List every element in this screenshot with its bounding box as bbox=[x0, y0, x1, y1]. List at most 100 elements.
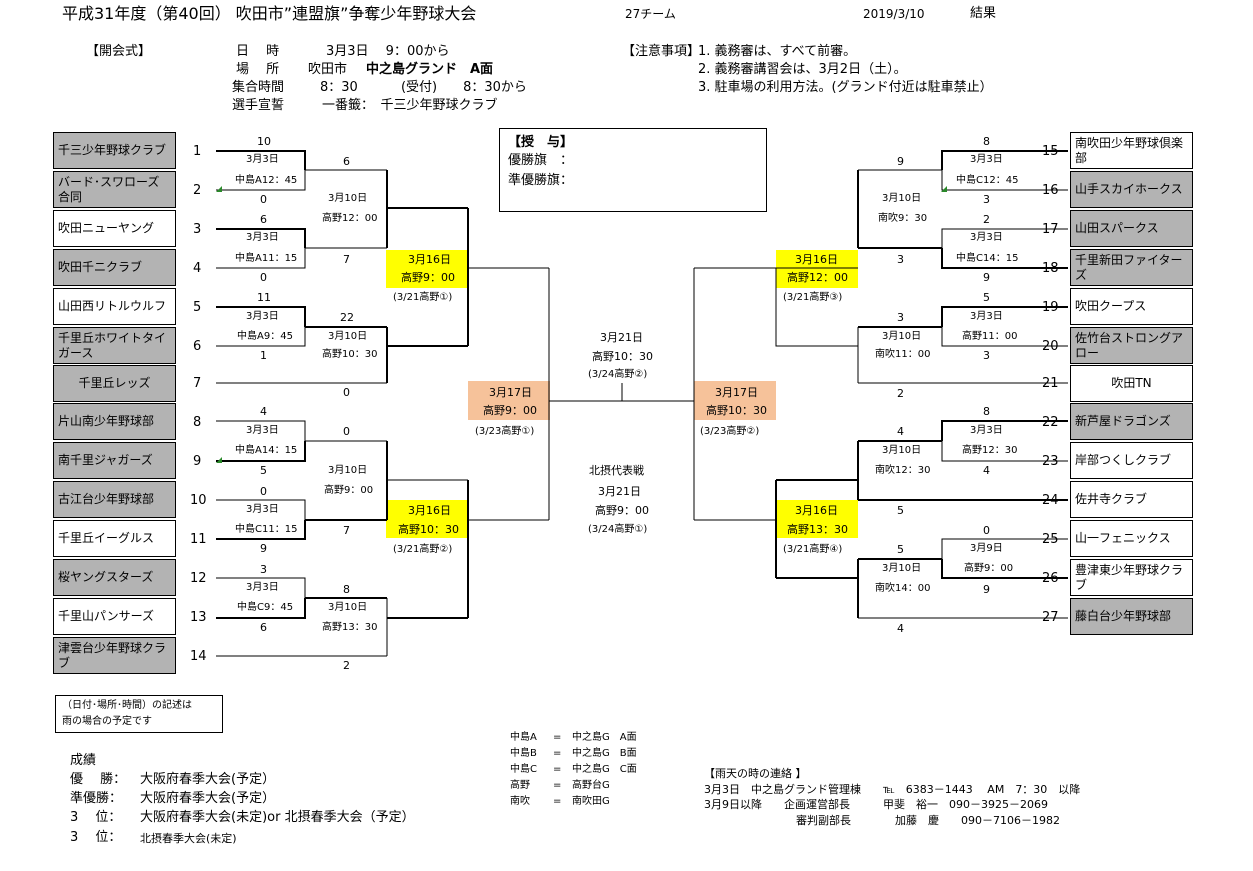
opening-label: 【開会式】 bbox=[86, 44, 152, 59]
semi-left-1-highlight bbox=[386, 250, 468, 288]
seed-6: 6 bbox=[193, 339, 202, 354]
seed-23: 23 bbox=[1042, 454, 1059, 469]
game-venue: 中島C12：45 bbox=[956, 175, 1019, 186]
game-venue: 高野9：00 bbox=[964, 563, 1014, 574]
game-venue: 高野9：00 bbox=[324, 485, 374, 496]
final-right-date: 3月17日 bbox=[715, 386, 758, 399]
seed-24: 24 bbox=[1042, 493, 1059, 508]
note-3: 3. 駐車場の利用方法。(グランド付近は駐車禁止） bbox=[698, 80, 993, 95]
game-date: 3月3日 bbox=[246, 311, 279, 322]
notes-label: 【注意事項】 bbox=[622, 44, 701, 59]
rain-contact-line-3: 審判副部長 加藤 慶 090－7106－1982 bbox=[796, 814, 1060, 827]
seed-9: 9 bbox=[193, 454, 202, 469]
seed-13: 13 bbox=[190, 610, 207, 625]
game-date: 3月9日 bbox=[970, 543, 1003, 554]
game-date: 3月10日 bbox=[328, 193, 368, 204]
legend-full: 高野台G bbox=[572, 780, 610, 791]
semi-date: 3月16日 bbox=[795, 504, 838, 517]
semi-right-2-highlight bbox=[776, 500, 858, 538]
opening-venue: 中之島グランド A面 bbox=[366, 62, 494, 77]
team-8: 片山南少年野球部 bbox=[53, 403, 176, 440]
game-date: 3月3日 bbox=[970, 425, 1003, 436]
team-13: 千里山パンサーズ bbox=[53, 598, 176, 635]
team-15: 南吹田少年野球倶楽部 bbox=[1070, 132, 1193, 169]
team-18: 千里新田ファイターズ bbox=[1070, 249, 1193, 286]
score: 6 bbox=[343, 155, 350, 168]
result-value-3: 北摂春季大会(未定) bbox=[140, 832, 237, 845]
result-key-3: 3 位： bbox=[70, 830, 122, 845]
opening-value-1: 吹田市 bbox=[308, 62, 348, 77]
score: 4 bbox=[897, 622, 904, 635]
semi-rain: (3/21高野②) bbox=[393, 544, 453, 555]
seed-2: 2 bbox=[193, 183, 202, 198]
score: 5 bbox=[897, 504, 904, 517]
final-left-rain: (3/23高野①) bbox=[475, 426, 535, 437]
game-date: 3月3日 bbox=[246, 154, 279, 165]
score: 6 bbox=[260, 213, 267, 226]
team-1: 千三少年野球クラブ bbox=[53, 132, 176, 169]
score: 3 bbox=[897, 253, 904, 266]
result-key-1: 準優勝： bbox=[70, 791, 123, 806]
game-venue: 高野12：30 bbox=[962, 445, 1018, 456]
rain-note-box: （日付･場所･時間）の記述は 雨の場合の予定です bbox=[55, 695, 223, 733]
semi-date: 3月16日 bbox=[795, 253, 838, 266]
rain-note-2: 雨の場合の予定です bbox=[62, 716, 152, 727]
team-20: 佐竹台ストロングアロー bbox=[1070, 327, 1193, 364]
team-11: 千里丘イーグルス bbox=[53, 520, 176, 557]
opening-value-0: 3月3日 9：00から bbox=[326, 44, 450, 59]
opening-key-1: 場 所 bbox=[236, 62, 280, 77]
seed-4: 4 bbox=[193, 261, 202, 276]
seed-15: 15 bbox=[1042, 144, 1059, 159]
team-22: 新芦屋ドラゴンズ bbox=[1070, 403, 1193, 440]
results-title: 成績 bbox=[70, 753, 97, 768]
score: 7 bbox=[343, 524, 350, 537]
game-venue: 高野12：00 bbox=[322, 213, 378, 224]
score: 3 bbox=[897, 311, 904, 324]
score: 0 bbox=[983, 524, 990, 537]
page-title: 平成31年度（第40回） 吹田市”連盟旗”争奪少年野球大会 bbox=[62, 4, 477, 23]
semi-date: 3月16日 bbox=[408, 504, 451, 517]
score: 2 bbox=[343, 659, 350, 672]
team-21: 吹田TN bbox=[1070, 365, 1193, 402]
semi-date: 3月16日 bbox=[408, 253, 451, 266]
seed-11: 11 bbox=[190, 532, 207, 547]
score: 4 bbox=[260, 405, 267, 418]
legend-full: 中之島G A面 bbox=[572, 732, 637, 743]
team-4: 吹田千ニクラブ bbox=[53, 249, 176, 286]
game-date: 3月3日 bbox=[246, 425, 279, 436]
game-venue: 南吹11：00 bbox=[875, 349, 931, 360]
game-date: 3月10日 bbox=[328, 602, 368, 613]
team-25: 山一フェニックス bbox=[1070, 520, 1193, 557]
score: 22 bbox=[340, 311, 354, 324]
team-7: 千里丘レッズ bbox=[53, 365, 176, 402]
game-date: 3月10日 bbox=[328, 465, 368, 476]
game-venue: 中島C14：15 bbox=[956, 253, 1019, 264]
team-10: 古江台少年野球部 bbox=[53, 481, 176, 518]
opening-key-3: 選手宣誓 bbox=[232, 98, 285, 113]
score: 8 bbox=[343, 583, 350, 596]
final-left-date: 3月17日 bbox=[489, 386, 532, 399]
game-date: 3月3日 bbox=[246, 232, 279, 243]
result-value-0: 大阪府春季大会(予定） bbox=[140, 772, 276, 787]
seed-10: 10 bbox=[190, 493, 207, 508]
rain-note-1: （日付･場所･時間）の記述は bbox=[62, 700, 192, 711]
award-title: 【授 与】 bbox=[508, 135, 574, 150]
seed-5: 5 bbox=[193, 300, 202, 315]
semi-left-2-highlight bbox=[386, 500, 468, 538]
legend-abbr: 南吹 bbox=[510, 796, 530, 807]
team-17: 山田スパークス bbox=[1070, 210, 1193, 247]
game-date: 3月10日 bbox=[328, 331, 368, 342]
game-date: 3月3日 bbox=[970, 154, 1003, 165]
score: 10 bbox=[257, 135, 271, 148]
seed-26: 26 bbox=[1042, 571, 1059, 586]
seed-21: 21 bbox=[1042, 376, 1059, 391]
result-value-1: 大阪府春季大会(予定） bbox=[140, 791, 276, 806]
semi-venue: 高野12：00 bbox=[787, 271, 848, 284]
final-right-rain: (3/23高野②) bbox=[700, 426, 760, 437]
score: 4 bbox=[897, 425, 904, 438]
hokusetsu-rain: (3/24高野①) bbox=[588, 524, 648, 535]
legend-full: 中之島G B面 bbox=[572, 748, 637, 759]
note-2: 2. 義務審講習会は、3月2日（土）。 bbox=[698, 62, 907, 77]
final-right-highlight bbox=[694, 381, 776, 420]
